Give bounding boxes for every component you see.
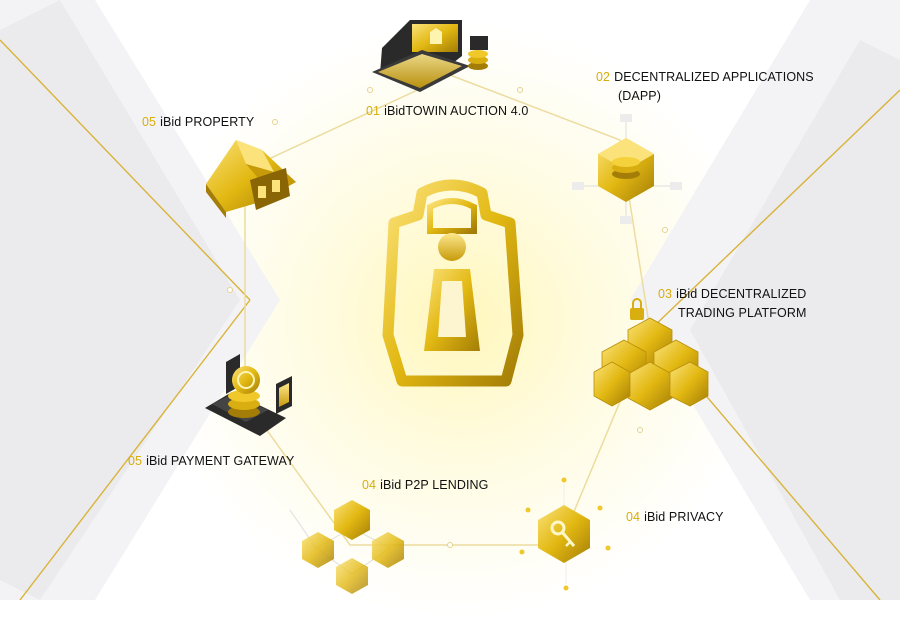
node-title: iBid P2P LENDING (380, 478, 489, 492)
node-title: iBid PRIVACY (644, 510, 724, 524)
laptop-coins-icon (372, 20, 488, 92)
key-shield-icon (519, 477, 611, 591)
ibid-bag-logo-icon (382, 179, 524, 387)
background-ribbons (0, 0, 900, 600)
node-number: 01 (366, 104, 381, 118)
node-number: 04 (626, 510, 641, 524)
node-title-line2: TRADING PLATFORM (678, 306, 807, 320)
house-icon (206, 140, 296, 218)
lock-hexagon-blocks-icon (593, 298, 709, 411)
node-number: 04 (362, 478, 377, 492)
node-title: iBid PAYMENT GATEWAY (146, 454, 295, 468)
connection-dots (227, 87, 668, 548)
node-number: 05 (142, 115, 157, 129)
node-number: 05 (128, 454, 143, 468)
node-number: 02 (596, 70, 611, 84)
cube-network-icon (289, 500, 404, 594)
diagram-canvas (0, 0, 900, 600)
node-title-line2: (DAPP) (618, 89, 661, 103)
coin-terminal-icon (205, 354, 292, 436)
node-title: DECENTRALIZED APPLICATIONS (614, 70, 814, 84)
node-number: 03 (658, 287, 673, 301)
node-title: iBid PROPERTY (160, 115, 255, 129)
coin-cube-network-icon (572, 114, 682, 224)
node-title: iBid DECENTRALIZED (676, 287, 807, 301)
node-title: iBidTOWIN AUCTION 4.0 (384, 104, 529, 118)
